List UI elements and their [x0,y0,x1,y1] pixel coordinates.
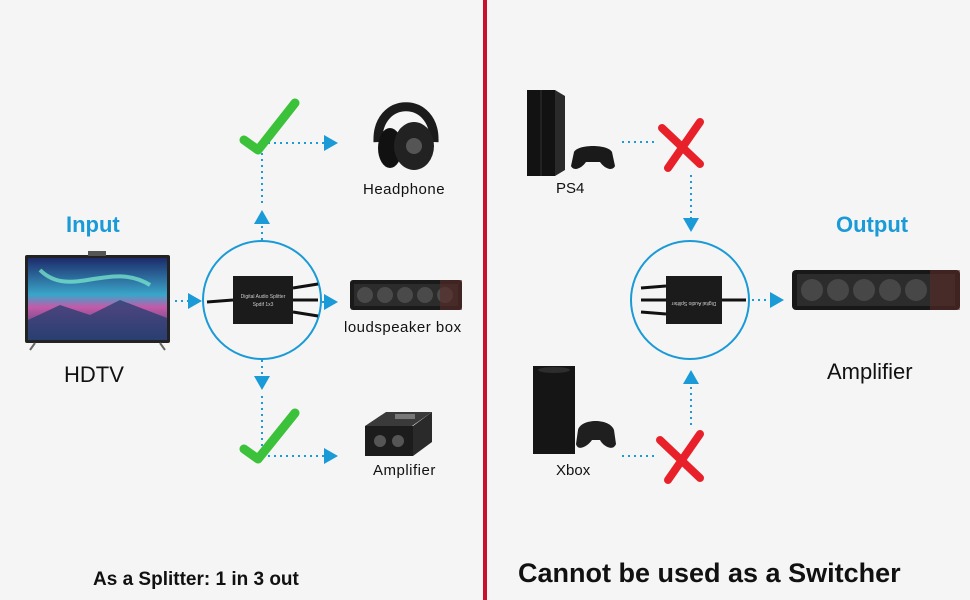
cross-icon [658,118,704,172]
switcher-caption: Cannot be used as a Switcher [518,558,901,588]
loudspeaker-icon [350,280,462,310]
amplifier-label: Amplifier [373,462,436,479]
amplifier-device-icon [365,412,432,456]
output-title: Output [836,212,909,237]
svg-text:Digital Audio Splitter: Digital Audio Splitter [241,294,286,300]
headphone-icon [373,102,439,170]
section-divider [483,0,487,600]
splitter-highlight-circle [202,240,322,360]
svg-text:Digital Audio Splitter: Digital Audio Splitter [671,300,716,306]
checkmark-icon [239,98,300,155]
loudspeaker-label: loudspeaker box [344,319,462,336]
input-title: Input [66,212,120,237]
headphone-label: Headphone [363,181,446,198]
xbox-console-icon [533,366,616,454]
switcher-highlight-circle [630,240,750,360]
ps4-label: PS4 [556,180,585,197]
svg-text:Spdif 1x3: Spdif 1x3 [253,302,274,308]
ps4-console-icon [527,90,615,176]
cross-icon [656,430,704,484]
soundbar-icon [792,270,960,310]
checkmark-icon [239,408,300,464]
switcher-device-icon: Digital Audio Splitter [640,276,746,324]
right-amplifier-label: Amplifier [827,359,913,384]
splitter-device-icon: Digital Audio Splitter Spdif 1x3 [206,276,319,324]
splitter-caption: As a Splitter: 1 in 3 out [93,569,299,590]
hdtv-icon [25,251,170,351]
hdtv-label: HDTV [64,362,124,387]
xbox-label: Xbox [556,462,591,479]
